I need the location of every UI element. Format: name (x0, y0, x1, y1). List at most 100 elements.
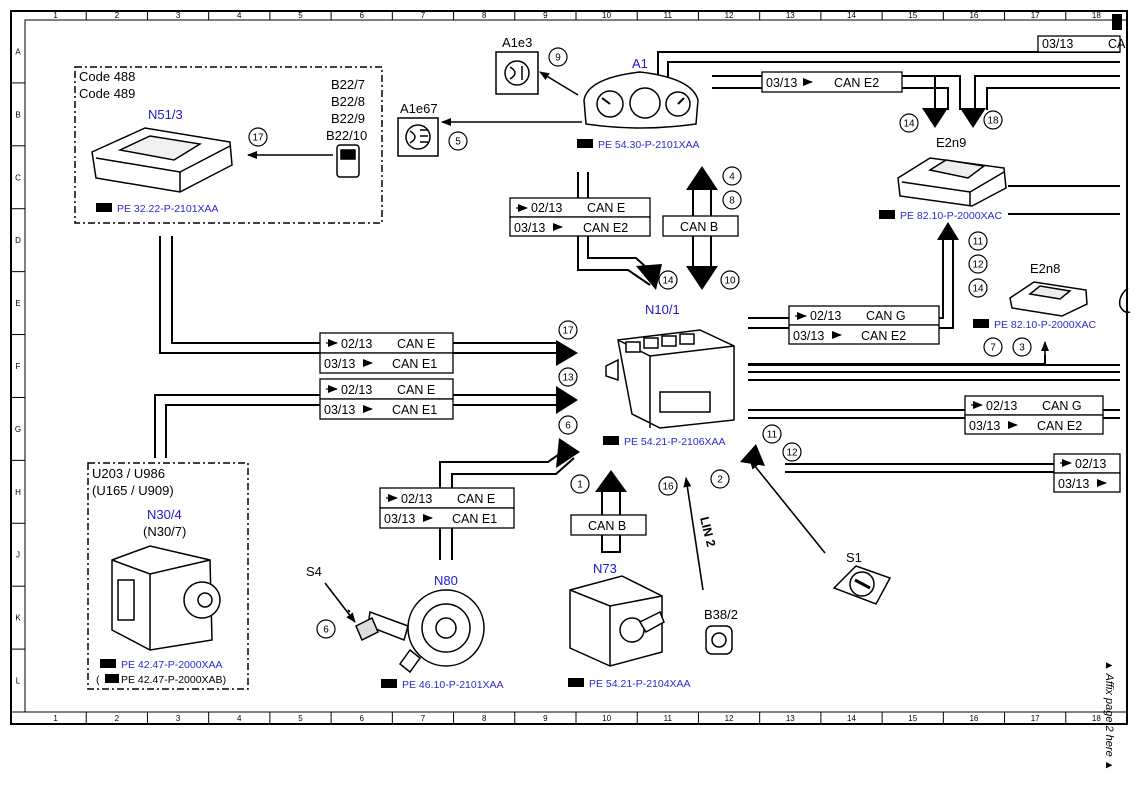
callout-circle (983, 337, 1003, 357)
callout-number: 16 (662, 482, 674, 493)
callout-circle (899, 113, 919, 133)
grid-column-label: 18 (1092, 714, 1101, 723)
n80-ref: PE 46.10-P-2101XAA (402, 679, 504, 691)
grid-row-label: G (15, 425, 21, 434)
grid-row-label: L (16, 677, 21, 686)
bus-far-can-e2-date: 03/13 (969, 419, 1000, 433)
callout-circle (448, 131, 468, 151)
grid-column-label: 15 (908, 11, 917, 20)
bus-far-can-g-date: 02/13 (986, 399, 1017, 413)
grid-column-label: 4 (237, 11, 242, 20)
bus-far-can-e2-name: CAN E2 (1037, 419, 1082, 433)
grid-row-label: J (16, 551, 20, 560)
grid-column-label: 2 (115, 11, 120, 20)
e2n9-label: E2n9 (936, 135, 966, 150)
bus-n51-can-e1-name: CAN E1 (392, 357, 437, 371)
grid-column-label: 3 (176, 714, 181, 723)
n51-3-code-1: Code 488 (79, 69, 135, 84)
callout-number: 2 (717, 475, 723, 486)
callout-circle (658, 476, 678, 496)
callout-circle (983, 110, 1003, 130)
callout-number: 5 (455, 137, 461, 148)
bus-n80-can-e1-date: 03/13 (384, 512, 415, 526)
bus-center-can-e-name: CAN E (587, 201, 625, 215)
grid-column-label: 7 (421, 11, 426, 20)
callout-number: 14 (972, 284, 984, 295)
component-labels: A1e3 A1 PE 54.30-P-2101XAA A1e67 Code 48… (79, 35, 1097, 691)
b22-sensor-icon (336, 144, 360, 178)
n30-4-ref-2: PE 42.47-P-2000XAB) (121, 674, 226, 686)
bus-can-e2-top-name: CAN E2 (834, 76, 879, 90)
b22-label-4: B22/10 (326, 128, 367, 143)
callout-circle (710, 469, 730, 489)
e2n8-module-icon (1009, 281, 1088, 317)
callout-circle (722, 166, 742, 186)
grid-column-label: 16 (969, 11, 978, 20)
n10-1-module-icon (605, 329, 735, 429)
bus-right-can-e2-date: 03/13 (793, 329, 824, 343)
bus-n30-can-e1-name: CAN E1 (392, 403, 437, 417)
grid-row-label: H (15, 488, 21, 497)
n30-4-abs-unit-icon (111, 545, 221, 651)
callout-circle (762, 424, 782, 444)
bus-can-e2-top-date: 03/13 (766, 76, 797, 90)
bus-label-boxes (319, 35, 1121, 536)
callout-circle (316, 619, 336, 639)
e2n9-ref: PE 82.10-P-2000XAC (900, 210, 1003, 222)
a1-ref: PE 54.30-P-2101XAA (598, 139, 700, 151)
grid-column-label: 12 (725, 714, 734, 723)
callout-number: 12 (972, 260, 984, 271)
callout-number: 17 (562, 326, 574, 337)
corner-mark (1112, 14, 1122, 30)
bus-n51-can-e-date: 02/13 (341, 337, 372, 351)
bus-n30-can-e-name: CAN E (397, 383, 435, 397)
n80-label: N80 (434, 573, 458, 588)
bus-right-can-g-date: 02/13 (810, 309, 841, 323)
bus-center-can-e2-name: CAN E2 (583, 221, 628, 235)
callout-number: 9 (555, 53, 561, 64)
b38-2-sensor-icon (705, 625, 733, 655)
grid-column-label: 13 (786, 11, 795, 20)
grid-column-label: 9 (543, 11, 548, 20)
n51-3-code-2: Code 489 (79, 86, 135, 101)
grid-row-label: K (15, 614, 21, 623)
grid-column-labels: 1122334455667788991010111112121313141415… (53, 11, 1128, 724)
e2n9-module-icon (897, 157, 1007, 207)
a1e67-lamp-icon (397, 117, 439, 157)
grid-column-label: 10 (602, 714, 611, 723)
grid-column-label: 4 (237, 714, 242, 723)
callout-circle (570, 474, 590, 494)
callout-circle (558, 367, 578, 387)
callout-circle (782, 442, 802, 462)
s4-label: S4 (306, 564, 322, 579)
bus-center-can-e-date: 02/13 (531, 201, 562, 215)
grid-column-label: 8 (482, 714, 487, 723)
bus-n51-can-e1-date: 03/13 (324, 357, 355, 371)
callout-number: 13 (562, 373, 574, 384)
bus-n30-can-e1-date: 03/13 (324, 403, 355, 417)
bus-can-b-top-name: CAN B (680, 220, 718, 234)
grid-column-label: 7 (421, 714, 426, 723)
b22-label-1: B22/7 (331, 77, 365, 92)
callout-number: 12 (786, 448, 798, 459)
s1-switch-icon (832, 565, 892, 605)
callout-circle (658, 270, 678, 290)
callout-circle (248, 127, 268, 147)
callout-number: 11 (973, 237, 984, 248)
a1e3-lamp-icon (495, 51, 539, 95)
b22-label-3: B22/9 (331, 111, 365, 126)
callout-circle (722, 190, 742, 210)
callout-number: 7 (990, 343, 996, 354)
callout-number: 14 (903, 119, 915, 130)
grid-row-label: E (15, 299, 20, 308)
grid-column-label: 17 (1031, 11, 1040, 20)
callout-number: 14 (662, 276, 674, 287)
n73-ref: PE 54.21-P-2104XAA (589, 678, 691, 690)
bus-bottom-right-1-date: 02/13 (1075, 457, 1106, 471)
bus-top-right-name: CA (1108, 37, 1126, 51)
bus-n51-can-e-name: CAN E (397, 337, 435, 351)
grid-column-label: 13 (786, 714, 795, 723)
e2n8-ref: PE 82.10-P-2000XAC (994, 319, 1097, 331)
